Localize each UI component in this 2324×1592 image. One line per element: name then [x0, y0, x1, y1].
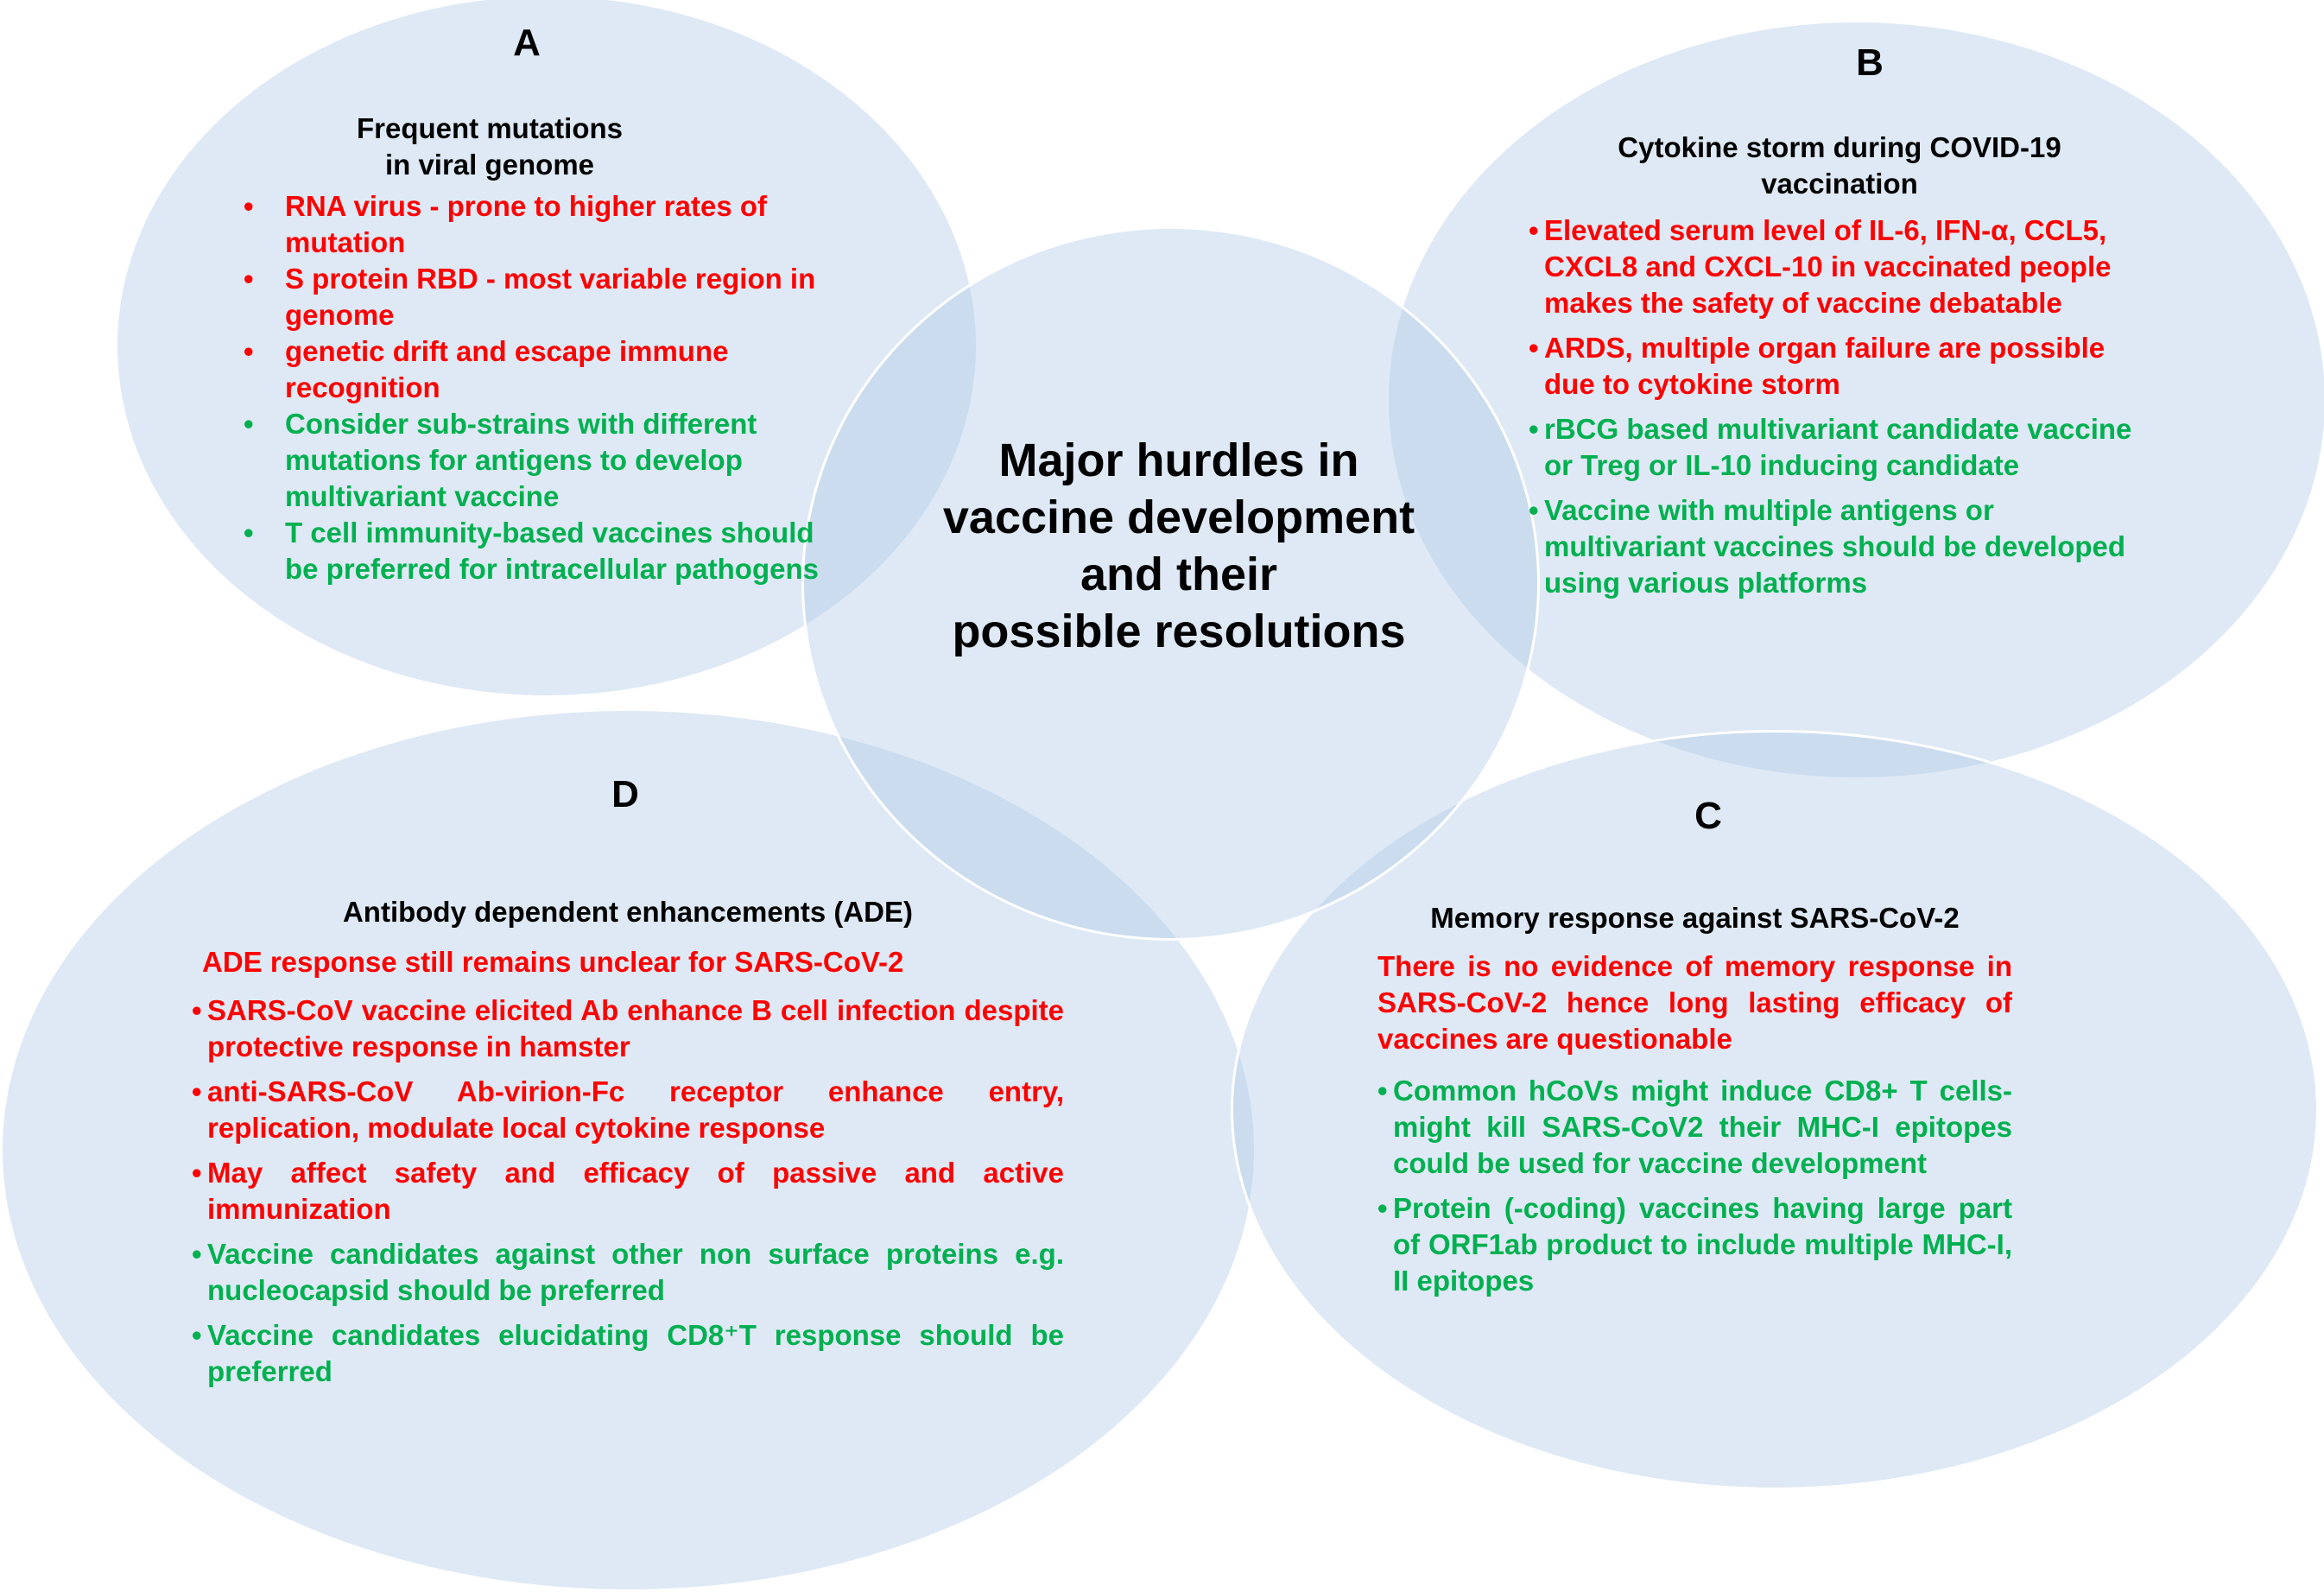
panel-b-bullet-list: •Elevated serum level of IL-6, IFN-α, CC… [1529, 212, 2159, 601]
panel-c-intro: There is no evidence of memory response … [1377, 950, 2012, 1055]
ellipse-b [1386, 20, 2324, 780]
bullet-dot-icon: • [192, 1238, 202, 1270]
list-item-text: Vaccine with multiple antigens or multiv… [1544, 494, 2126, 599]
list-item-text: Vaccine candidates against other non sur… [207, 1238, 1064, 1306]
list-item: •anti-SARS-CoV Ab-virion-Fc receptor enh… [192, 1074, 1064, 1146]
panel-b-heading-line: vaccination [1761, 168, 1918, 200]
bullet-dot-icon: • [244, 517, 254, 549]
center-title: Major hurdles in vaccine development and… [920, 432, 1438, 660]
center-title-line: possible resolutions [952, 606, 1406, 657]
bullet-dot-icon: • [244, 263, 254, 295]
list-item-text: T cell immunity-based vaccines should be… [285, 517, 819, 585]
panel-b: Cytokine storm during COVID-19 vaccinati… [1529, 130, 2159, 610]
bullet-dot-icon: • [192, 1075, 202, 1107]
list-item-text: ARDS, multiple organ failure are possibl… [1544, 332, 2106, 400]
list-item: •Common hCoVs might induce CD8+ T cells-… [1377, 1073, 2012, 1182]
panel-a-bullet-list: • RNA virus - prone to higher rates of mu… [244, 188, 848, 587]
panel-b-letter: B [1856, 41, 1884, 84]
bullet-dot-icon: • [244, 190, 254, 222]
panel-c-letter: C [1694, 795, 1722, 837]
bullet-dot-icon: • [1377, 1192, 1388, 1224]
panel-d-heading: Antibody dependent enhancements (ADE) [342, 896, 914, 928]
list-item-text: Protein (-coding) vaccines having large … [1393, 1192, 2012, 1297]
bullet-dot-icon: • [192, 1157, 202, 1189]
list-item-text: anti-SARS-CoV Ab-virion-Fc receptor enha… [207, 1075, 1064, 1144]
list-item-text: Vaccine candidates elucidating CD8⁺T res… [207, 1319, 1064, 1387]
panel-a-letter: A [513, 22, 541, 64]
list-item: •May affect safety and efficacy of passi… [192, 1155, 1064, 1227]
panel-a-heading-line: in viral genome [384, 149, 595, 181]
panel-d-intro: ADE response still remains unclear for S… [202, 946, 904, 978]
list-item-text: SARS-CoV vaccine elicited Ab enhance B c… [207, 994, 1064, 1062]
bullet-dot-icon: • [1529, 413, 1539, 445]
list-item-text: Elevated serum level of IL-6, IFN-α, CCL… [1544, 214, 2112, 319]
ellipse-c [1231, 730, 2319, 1490]
list-item-text: S protein RBD - most variable region in … [285, 263, 816, 331]
bullet-dot-icon: • [1377, 1075, 1388, 1107]
panel-a-heading-line: Frequent mutations [356, 112, 623, 144]
bullet-dot-icon: • [192, 994, 202, 1026]
panel-c-bullet-list: •Common hCoVs might induce CD8+ T cells-… [1377, 1073, 2012, 1299]
list-item-text: Consider sub-strains with different muta… [285, 408, 757, 512]
list-item: • RNA virus - prone to higher rates of mu… [244, 188, 848, 261]
list-item-text: RNA virus - prone to higher rates of mut… [285, 190, 768, 258]
panel-a-heading: Frequent mutations in viral genome [244, 111, 736, 183]
panel-b-heading-line: Cytokine storm during COVID-19 [1618, 131, 2061, 163]
center-title-line: vaccine development [942, 492, 1415, 543]
bullet-dot-icon: • [244, 408, 254, 440]
panel-b-heading: Cytokine storm during COVID-19 vaccinati… [1511, 130, 2168, 202]
panel-c-heading: Memory response against SARS-CoV-2 [1430, 902, 1960, 934]
center-title-line: Major hurdles in [998, 434, 1359, 486]
list-item: •Vaccine candidates against other non su… [192, 1236, 1064, 1309]
ellipse-center [801, 226, 1540, 941]
list-item: • S protein RBD - most variable region in… [244, 261, 848, 333]
list-item: • genetic drift and escape immune recogni… [244, 333, 848, 406]
panel-c: Memory response against SARS-CoV-2 There… [1377, 900, 2012, 1308]
list-item-text: genetic drift and escape immune recognit… [285, 335, 729, 403]
bullet-dot-icon: • [1529, 332, 1539, 364]
list-item: •ARDS, multiple organ failure are possib… [1529, 330, 2159, 403]
list-item: • T cell immunity-based vaccines should b… [244, 515, 848, 587]
center-title-line: and their [1080, 549, 1278, 600]
list-item: •SARS-CoV vaccine elicited Ab enhance B … [192, 993, 1064, 1065]
list-item: •Elevated serum level of IL-6, IFN-α, CC… [1529, 212, 2159, 321]
list-item: •Protein (-coding) vaccines having large… [1377, 1190, 2012, 1299]
bullet-dot-icon: • [1529, 214, 1539, 246]
bullet-dot-icon: • [1529, 494, 1539, 526]
list-item: • Consider sub-strains with different mut… [244, 406, 848, 515]
panel-d-bullet-list: •SARS-CoV vaccine elicited Ab enhance B … [192, 993, 1064, 1390]
bullet-dot-icon: • [192, 1319, 202, 1351]
bullet-dot-icon: • [244, 335, 254, 367]
list-item: •Vaccine candidates elucidating CD8⁺T re… [192, 1317, 1064, 1390]
list-item-text: rBCG based multivariant candidate vaccin… [1544, 413, 2132, 481]
list-item-text: May affect safety and efficacy of passiv… [207, 1157, 1064, 1225]
list-item: •rBCG based multivariant candidate vacci… [1529, 411, 2159, 484]
list-item-text: Common hCoVs might induce CD8+ T cells- … [1393, 1075, 2012, 1179]
panel-d-letter: D [611, 773, 639, 815]
list-item: •Vaccine with multiple antigens or multi… [1529, 492, 2159, 601]
panel-a: Frequent mutations in viral genome • RNA … [244, 111, 848, 587]
panel-d: Antibody dependent enhancements (ADE) AD… [192, 894, 1064, 1399]
